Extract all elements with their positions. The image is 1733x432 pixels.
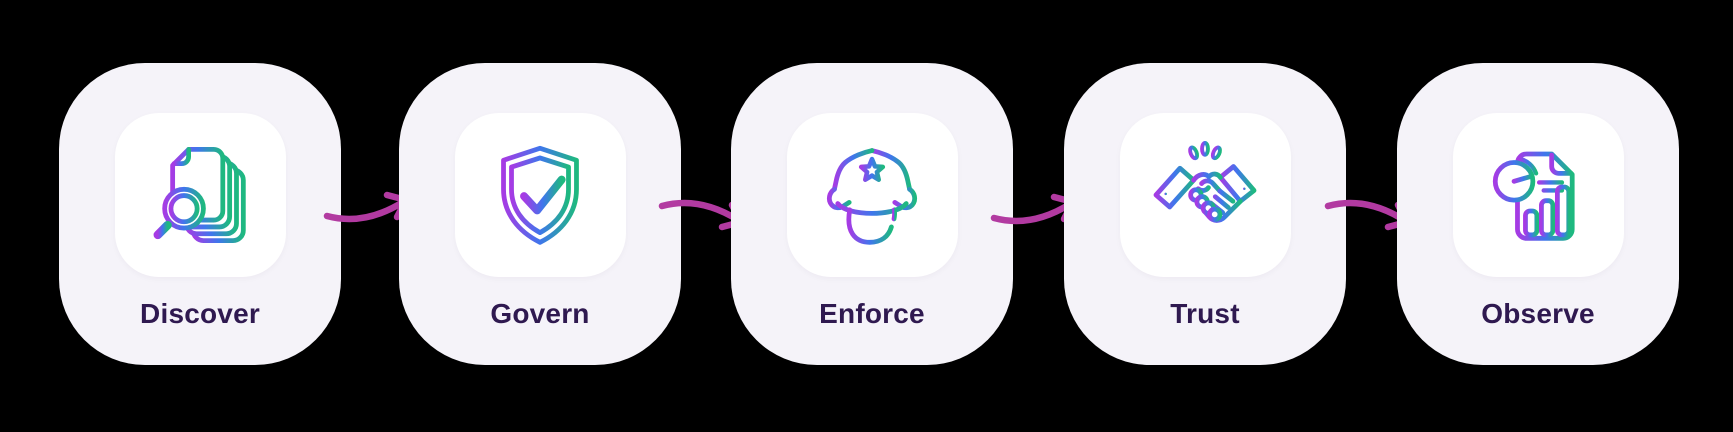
- step-label: Observe: [1481, 298, 1595, 329]
- police-cap-icon: [826, 148, 918, 245]
- step-label: Enforce: [819, 298, 925, 329]
- step-card-discover: Discover: [59, 63, 341, 365]
- icon-tile: [114, 113, 286, 277]
- step-card-trust: Trust: [1064, 63, 1346, 365]
- shield-check-icon: [501, 145, 579, 245]
- icon-tile: [786, 113, 958, 277]
- handshake-icon: [1153, 140, 1257, 223]
- document-search-icon: [153, 147, 246, 243]
- step-card-enforce: Enforce: [731, 63, 1013, 365]
- step-card-govern: Govern: [399, 63, 681, 365]
- step-label: Trust: [1170, 298, 1240, 329]
- report-chart-icon: [1492, 151, 1575, 241]
- icon-tile: [454, 113, 626, 277]
- step-label: Govern: [490, 298, 590, 329]
- icon-tile: [1119, 113, 1291, 277]
- step-label: Discover: [140, 298, 260, 329]
- icon-tile: [1452, 113, 1624, 277]
- step-card-observe: Observe: [1397, 63, 1679, 365]
